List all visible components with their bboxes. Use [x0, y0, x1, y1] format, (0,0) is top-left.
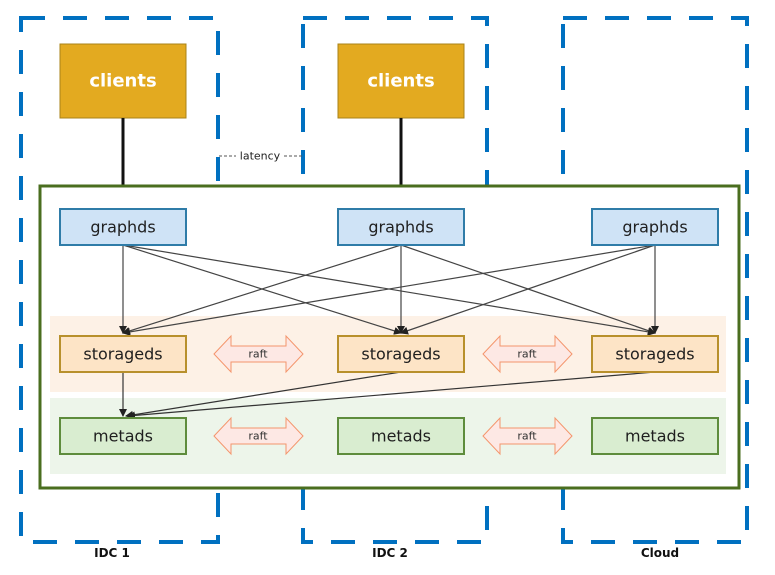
zone-idc1-border — [19, 16, 220, 544]
zone-label-cloud: Cloud — [641, 546, 679, 560]
raft-label: raft — [517, 430, 537, 443]
edge — [127, 371, 656, 420]
metad-label: metads — [371, 427, 431, 446]
zone-label-idc1: IDC 1 — [94, 546, 130, 560]
storaged-label: storageds — [361, 345, 440, 364]
double-arrow-icon — [213, 416, 304, 456]
metad-label: metads — [625, 427, 685, 446]
raft-arrow-metad-2: raft — [482, 416, 573, 456]
graphd-label: graphds — [622, 218, 687, 237]
storaged-label: storageds — [615, 345, 694, 364]
edge — [400, 244, 656, 335]
client-node-idc2[interactable]: clients — [337, 43, 465, 119]
client-label: clients — [89, 71, 156, 92]
graphd-storaged-edges — [119, 244, 659, 336]
raft-label: raft — [248, 348, 268, 361]
storaged-metad-edges — [119, 371, 656, 420]
zone-idc1 — [19, 16, 220, 544]
storaged-node-idc1[interactable]: storageds — [59, 335, 187, 373]
raft-label: raft — [517, 348, 537, 361]
metad-node-idc2[interactable]: metads — [337, 417, 465, 455]
latency-label: latency — [240, 150, 281, 163]
raft-arrow-storaged-1: raft — [213, 334, 304, 374]
client-label: clients — [367, 71, 434, 92]
double-arrow-icon — [482, 334, 573, 374]
double-arrow-icon — [213, 334, 304, 374]
edge — [122, 244, 656, 336]
graphd-label: graphds — [90, 218, 155, 237]
raft-arrow-metad-1: raft — [213, 416, 304, 456]
raft-label: raft — [248, 430, 268, 443]
zone-label-idc2: IDC 2 — [372, 546, 408, 560]
storaged-node-cloud[interactable]: storageds — [591, 335, 719, 373]
metad-node-cloud[interactable]: metads — [591, 417, 719, 455]
graphd-node-idc2[interactable]: graphds — [337, 208, 465, 246]
raft-arrow-storaged-2: raft — [482, 334, 573, 374]
edge — [125, 371, 402, 419]
graphd-node-cloud[interactable]: graphds — [591, 208, 719, 246]
storaged-node-idc2[interactable]: storageds — [337, 335, 465, 373]
double-arrow-icon — [482, 416, 573, 456]
metad-node-idc1[interactable]: metads — [59, 417, 187, 455]
graphd-node-idc1[interactable]: graphds — [59, 208, 187, 246]
edge — [122, 244, 402, 335]
metad-label: metads — [93, 427, 153, 446]
storaged-label: storageds — [83, 345, 162, 364]
graphd-label: graphds — [368, 218, 433, 237]
client-node-idc1[interactable]: clients — [59, 43, 187, 119]
